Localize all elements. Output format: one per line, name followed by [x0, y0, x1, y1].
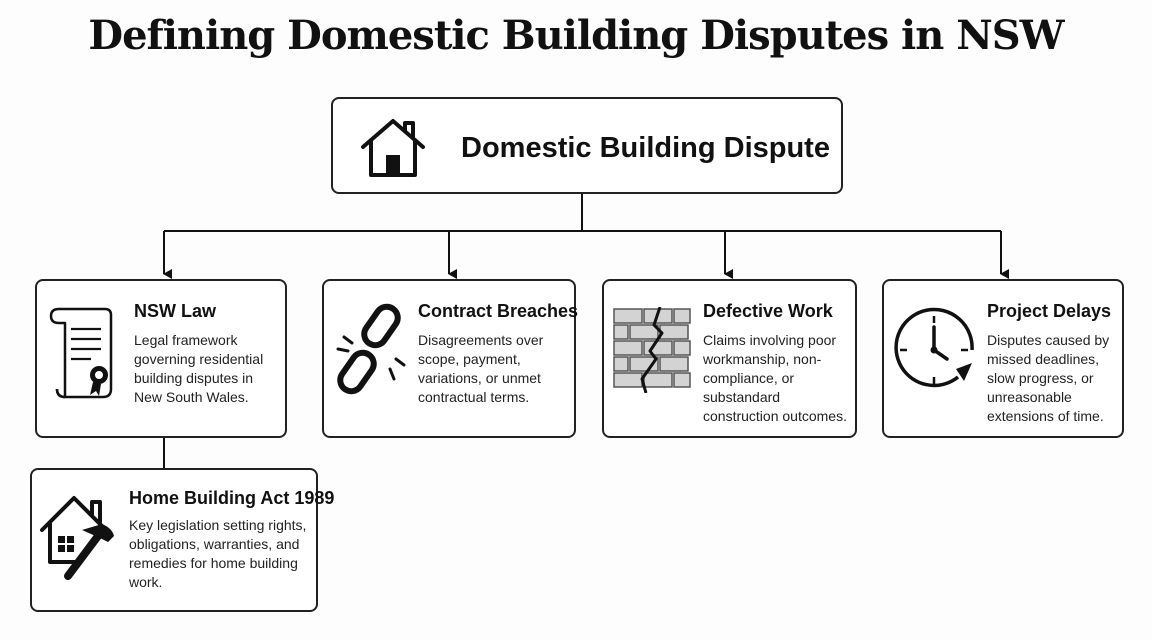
cracked-wall-icon: [613, 307, 691, 393]
node-description: Legal framework governing residential bu…: [134, 332, 264, 405]
node-contract-breaches: Contract Breaches Disagreements over sco…: [322, 279, 579, 438]
node-description: Disagreements over scope, payment, varia…: [418, 332, 544, 405]
node-title: NSW Law: [134, 301, 217, 321]
node-title: Defective Work: [703, 301, 833, 321]
clock-icon: [894, 307, 974, 388]
node-nsw-law: NSW Law Legal framework governing reside…: [35, 279, 287, 438]
scroll-seal-icon: [49, 307, 113, 399]
node-description: Claims involving poor workmanship, non-c…: [703, 332, 847, 424]
node-project-delays: Project Delays Disputes caused by missed…: [882, 279, 1124, 438]
node-title: Contract Breaches: [418, 301, 579, 321]
diagram-title: Defining Domestic Building Disputes in N…: [88, 12, 1064, 59]
node-title: Project Delays: [987, 301, 1112, 321]
house-icon: [361, 119, 425, 177]
node-home-building-act: Home Building Act 1989 Key legislation s…: [30, 468, 334, 612]
house-hammer-icon: [40, 496, 114, 580]
node-description: Disputes caused by missed deadlines, slo…: [987, 332, 1110, 424]
node-defective-work: Defective Work Claims involving poor wor…: [602, 279, 857, 438]
node-title: Home Building Act 1989: [129, 488, 335, 508]
node-description: Key legislation setting rights, obligati…: [129, 517, 307, 590]
root-label: Domestic Building Dispute: [461, 132, 830, 164]
broken-chain-icon: [336, 303, 406, 395]
root-node: Domestic Building Dispute: [331, 97, 843, 194]
